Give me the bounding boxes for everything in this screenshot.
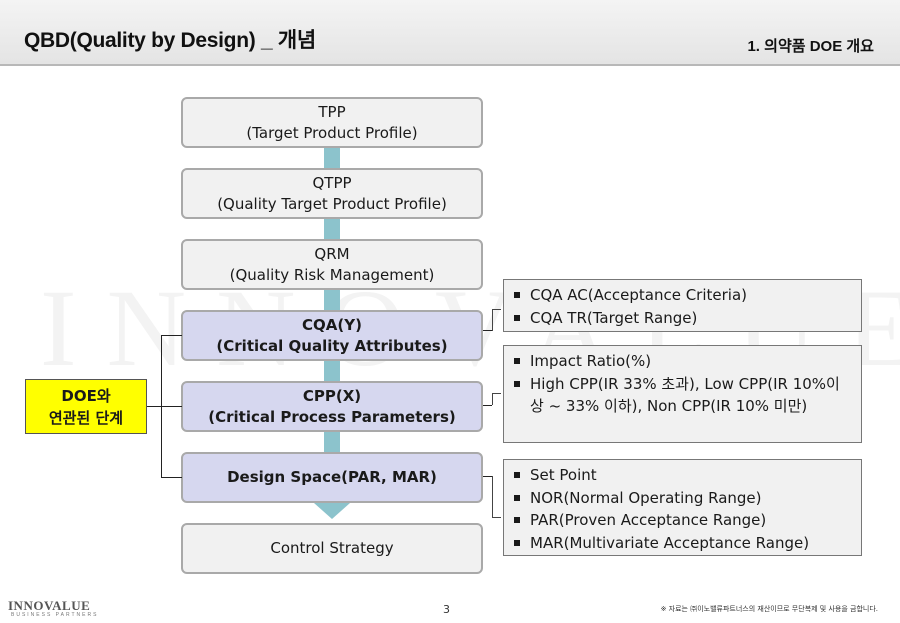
- step-title: TPP: [318, 102, 346, 121]
- note-item: CQA AC(Acceptance Criteria): [512, 284, 853, 307]
- step-qtpp: QTPP (Quality Target Product Profile): [181, 168, 483, 219]
- doe-label-line2: 연관된 단계: [48, 408, 124, 427]
- connector-1: [324, 148, 340, 168]
- step-title: Control Strategy: [270, 539, 394, 557]
- step-design-space: Design Space(PAR, MAR): [181, 452, 483, 503]
- connector-2: [324, 219, 340, 239]
- step-title: QTPP: [312, 173, 352, 192]
- slide-title: QBD(Quality by Design) _ 개념: [24, 29, 316, 52]
- step-control-strategy: Control Strategy: [181, 523, 483, 574]
- step-subtitle: (Critical Process Parameters): [208, 407, 456, 426]
- step-subtitle: (Quality Risk Management): [229, 265, 435, 284]
- doe-label-line1: DOE와: [61, 386, 111, 405]
- design-space-notes: Set Point NOR(Normal Operating Range) PA…: [503, 459, 862, 556]
- step-cpp: CPP(X) (Critical Process Parameters): [181, 381, 483, 432]
- doe-bracket-middle: [147, 406, 182, 407]
- step-subtitle: (Target Product Profile): [246, 123, 418, 142]
- step-title: Design Space(PAR, MAR): [227, 468, 437, 486]
- doe-related-steps-label: DOE와 연관된 단계: [25, 379, 147, 434]
- note-item: Set Point: [512, 464, 853, 487]
- copyright-note: ※ 자료는 ㈜이노밸류파트너스의 재산이므로 무단복제 및 사용을 금합니다.: [660, 605, 878, 613]
- note-item: Impact Ratio(%): [512, 350, 853, 373]
- step-subtitle: (Critical Quality Attributes): [216, 336, 448, 355]
- down-arrow-icon: [314, 503, 350, 519]
- company-logo: INNOVALUE: [8, 598, 91, 613]
- step-tpp: TPP (Target Product Profile): [181, 97, 483, 148]
- page-number: 3: [443, 603, 450, 616]
- ds-note-connector: [483, 476, 492, 477]
- note-item: NOR(Normal Operating Range): [512, 487, 853, 510]
- note-item: High CPP(IR 33% 초과), Low CPP(IR 10%이상 ~ …: [512, 373, 853, 418]
- company-logo-subtitle: BUSINESS PARTNERS: [11, 612, 99, 618]
- step-title: QRM: [314, 244, 350, 263]
- connector-4: [324, 361, 340, 381]
- step-title: CQA(Y): [302, 315, 362, 334]
- cqa-note-brace: [492, 309, 501, 330]
- connector-5: [324, 432, 340, 452]
- doe-bracket-top: [161, 335, 182, 336]
- cpp-notes: Impact Ratio(%) High CPP(IR 33% 초과), Low…: [503, 345, 862, 443]
- cpp-note-connector: [483, 405, 492, 406]
- doe-bracket-bottom: [161, 477, 182, 478]
- cqa-notes: CQA AC(Acceptance Criteria) CQA TR(Targe…: [503, 279, 862, 332]
- cqa-note-brace-lower: [492, 330, 501, 331]
- ds-note-brace: [492, 476, 501, 518]
- step-title: CPP(X): [302, 386, 362, 405]
- connector-3: [324, 290, 340, 310]
- section-label: 1. 의약품 DOE 개요: [747, 38, 874, 55]
- note-item: PAR(Proven Acceptance Range): [512, 509, 853, 532]
- cpp-note-brace: [492, 393, 501, 405]
- note-item: CQA TR(Target Range): [512, 307, 853, 330]
- note-item: MAR(Multivariate Acceptance Range): [512, 532, 853, 555]
- step-subtitle: (Quality Target Product Profile): [217, 194, 447, 213]
- slide-header: QBD(Quality by Design) _ 개념 1. 의약품 DOE 개…: [0, 0, 900, 66]
- step-qrm: QRM (Quality Risk Management): [181, 239, 483, 290]
- step-cqa: CQA(Y) (Critical Quality Attributes): [181, 310, 483, 361]
- cqa-note-connector: [483, 330, 492, 331]
